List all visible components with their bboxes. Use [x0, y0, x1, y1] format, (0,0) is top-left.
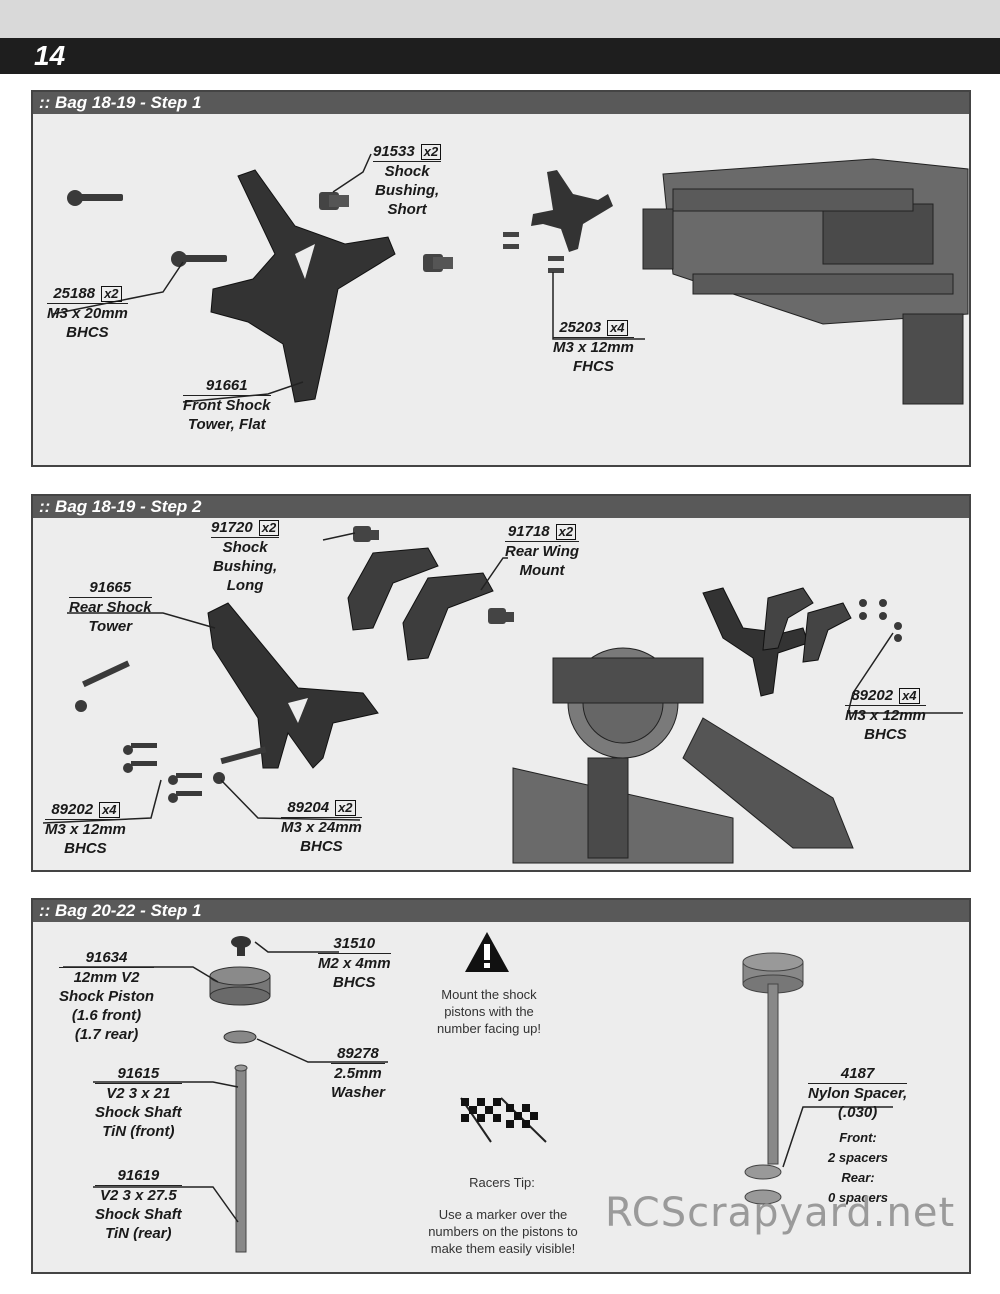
part-label-31510: 31510 M2 x 4mm BHCS — [318, 935, 391, 991]
part-label-4187: 4187 Nylon Spacer, (.030) — [808, 1065, 908, 1121]
part-label-91661: 91661 Front Shock Tower, Flat — [183, 377, 271, 433]
step-panel-bag18-19-step2: :: Bag 18-19 - Step 2 — [31, 494, 971, 872]
screw-25188 — [67, 190, 227, 267]
rear-shock-tower — [207, 602, 379, 769]
racers-tip-text: Use a marker over the numbers on the pis… — [428, 1207, 578, 1256]
step-panel-bag20-22-step1: :: Bag 20-22 - Step 1 — [31, 898, 971, 1274]
warning-note: Mount the shock pistons with the number … — [436, 987, 542, 1036]
step1-illustration — [52, 153, 969, 405]
racers-tip-title: Racers Tip: — [469, 1175, 535, 1190]
shock-piston — [209, 966, 271, 1006]
part-label-91665: 91665 Rear Shock Tower — [69, 579, 152, 635]
step-title: :: Bag 18-19 - Step 2 — [33, 496, 969, 518]
top-margin — [0, 0, 1000, 38]
checkered-flag-icon — [460, 1097, 547, 1143]
bushing-91533 — [319, 192, 349, 210]
part-label-91634: 91634 12mm V2 Shock Piston (1.6 front) (… — [59, 949, 155, 1043]
step-panel-bag18-19-step1: :: Bag 18-19 - Step 1 — [31, 90, 971, 467]
step-title: :: Bag 18-19 - Step 1 — [33, 92, 969, 114]
screw-31510 — [231, 936, 251, 956]
washer-89278 — [223, 1030, 257, 1044]
step-body: 91634 12mm V2 Shock Piston (1.6 front) (… — [33, 922, 969, 1272]
shaft-assembly-4187 — [742, 952, 804, 1205]
watermark: RCScrapyard.net — [605, 1190, 956, 1236]
spacer-note: Front: 2 spacers Rear: 0 spacers — [828, 1130, 888, 1205]
rear-chassis-assembly — [512, 647, 854, 864]
page-header-bar: 14 — [0, 38, 1000, 74]
part-label-91619: 91619 V2 3 x 27.5 Shock Shaft TiN (rear) — [95, 1167, 182, 1242]
front-chassis-assembly — [642, 158, 969, 405]
rear-wing-mount — [347, 547, 494, 661]
warning-triangle-icon — [465, 932, 509, 972]
step-title: :: Bag 20-22 - Step 1 — [33, 900, 969, 922]
step2-illustration — [42, 526, 963, 864]
part-label-91615: 91615 V2 3 x 21 Shock Shaft TiN (front) — [95, 1065, 182, 1140]
part-label-89278: 89278 2.5mm Washer — [331, 1045, 385, 1101]
front-shock-tower — [210, 169, 396, 403]
shock-shaft — [234, 1064, 248, 1253]
step3-illustration — [63, 936, 893, 1253]
page-number: 14 — [34, 40, 66, 71]
bushing-91533b — [423, 254, 453, 272]
